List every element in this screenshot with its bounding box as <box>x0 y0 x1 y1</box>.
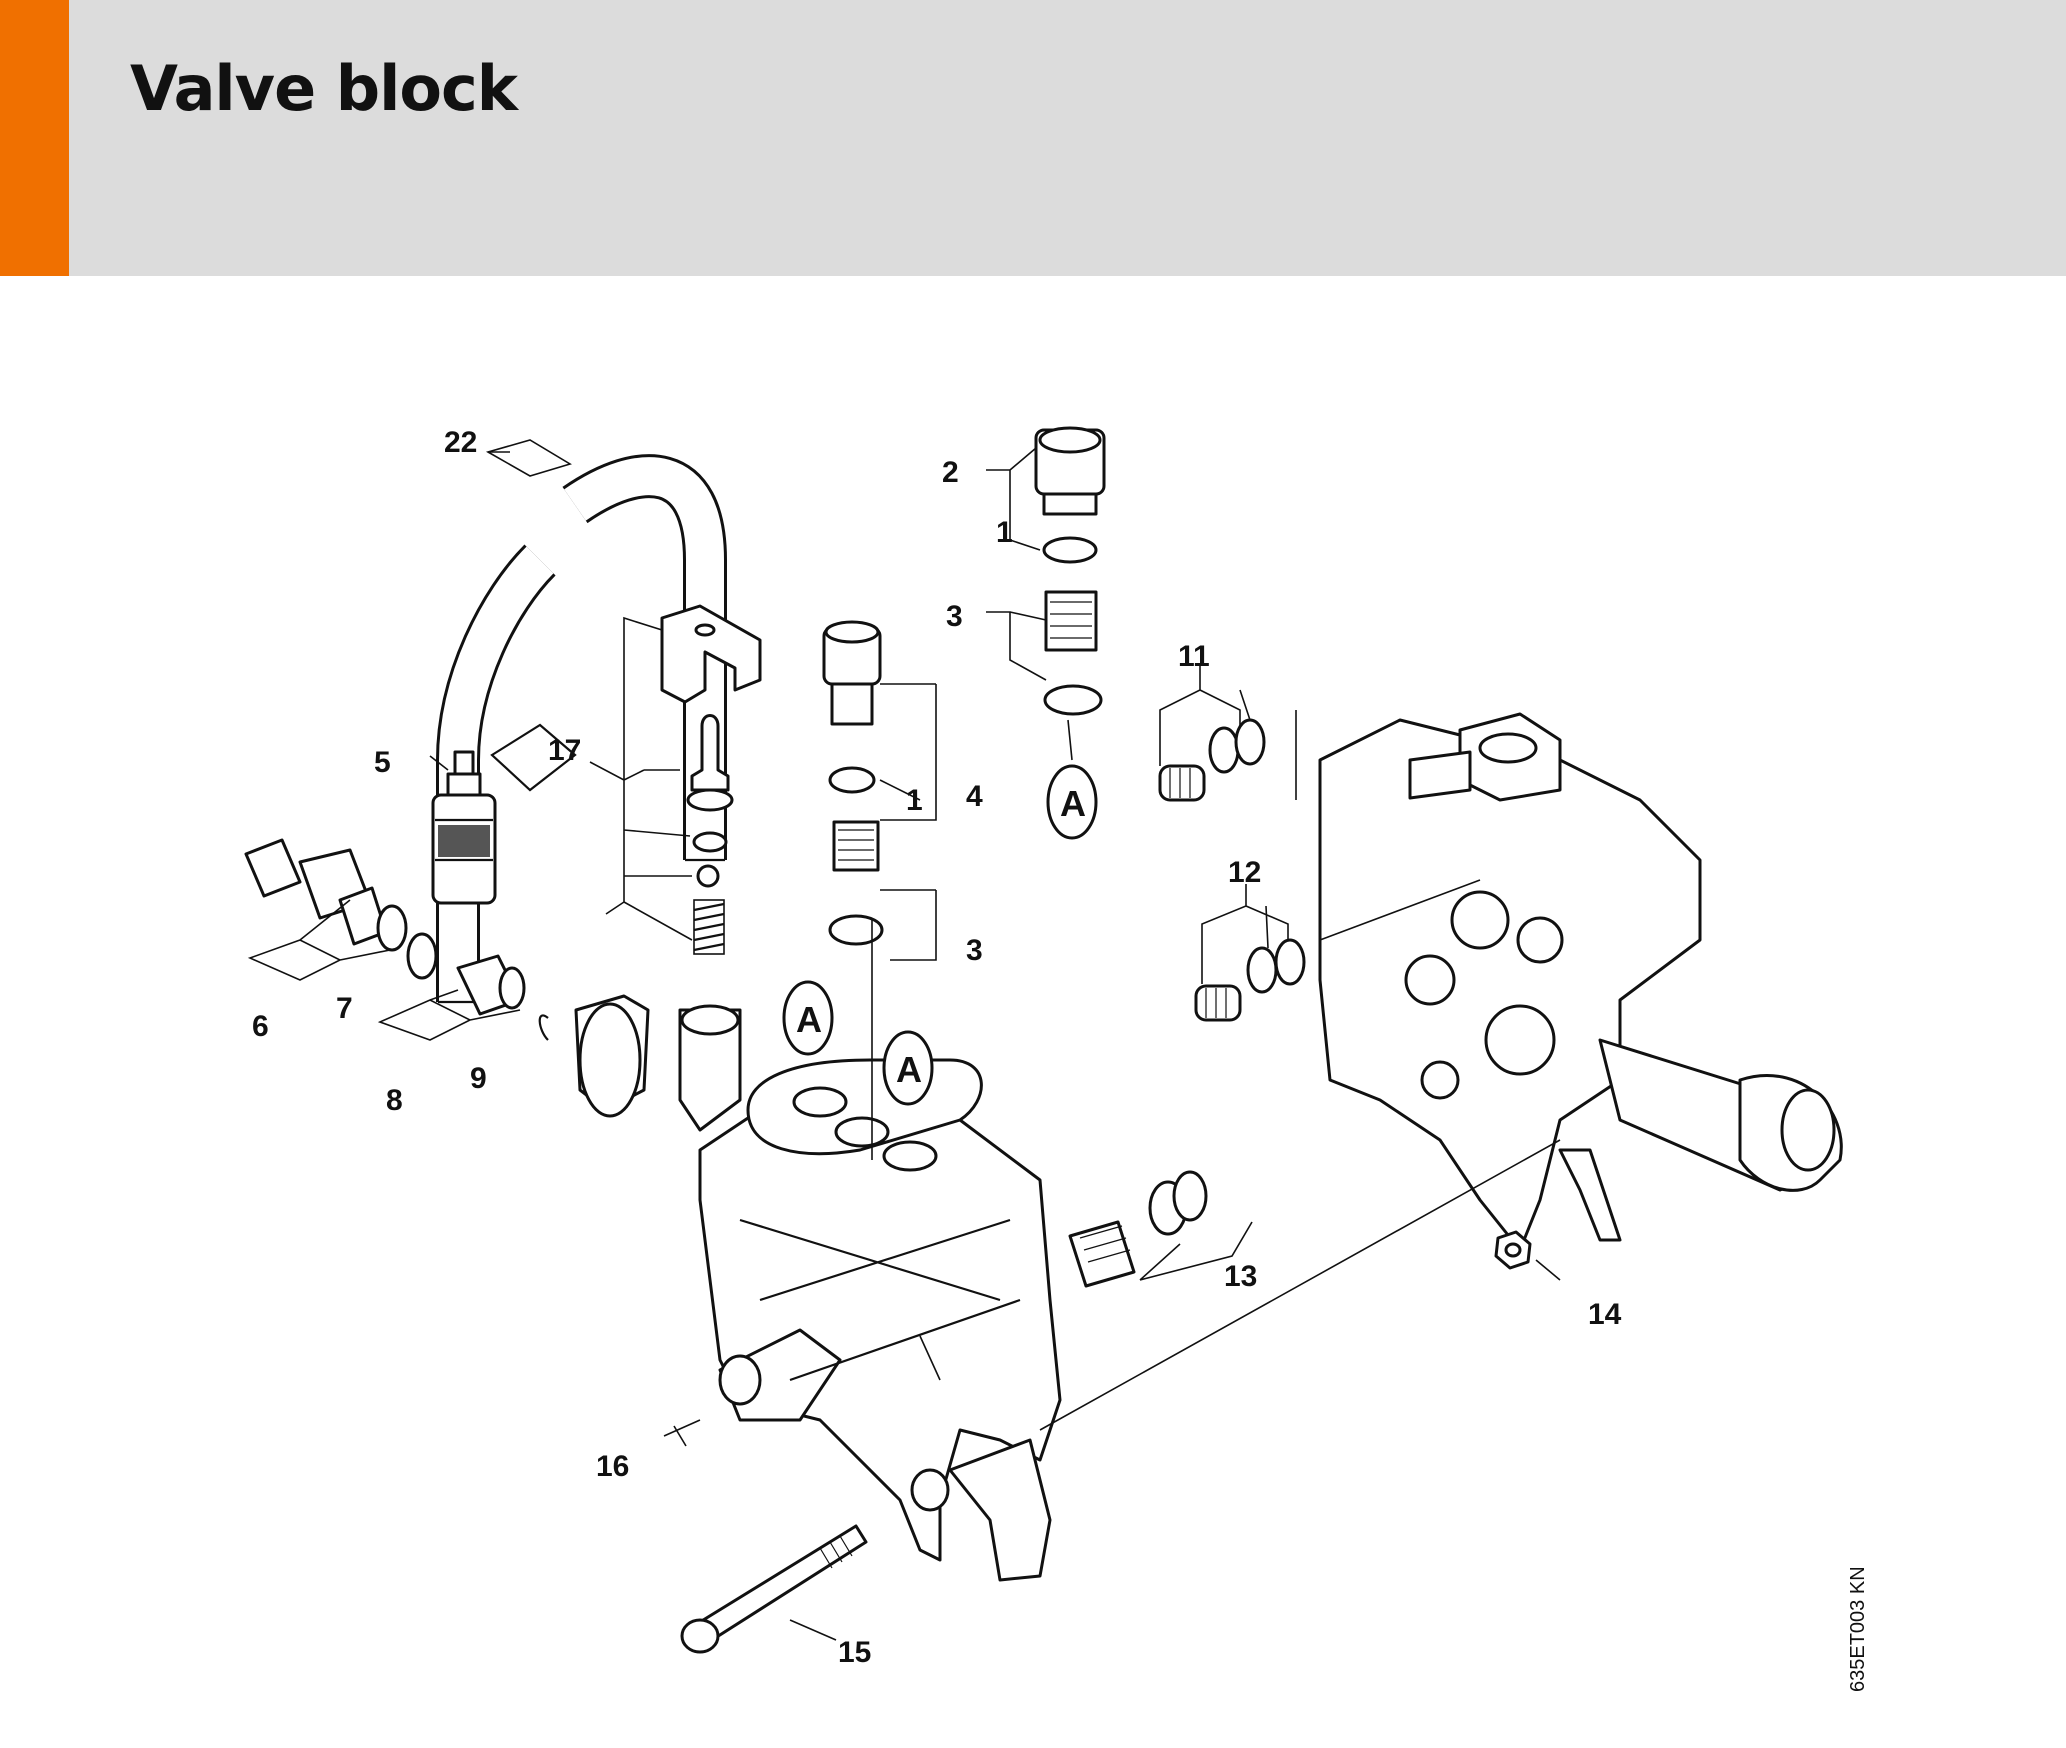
valve-block-diagram: A A A 22 2 1 3 11 17 5 4 1 12 3 7 6 9 8 … <box>244 426 1869 1692</box>
part-14-nut <box>1494 1230 1532 1270</box>
callout-9: 9 <box>470 1062 487 1095</box>
detail-marker-a-3: A <box>882 1030 934 1106</box>
callout-14: 14 <box>1588 1298 1622 1331</box>
part-17-assembly <box>660 604 762 955</box>
callout-11: 11 <box>1178 640 1210 673</box>
svg-text:A: A <box>1060 783 1086 824</box>
callout-3b: 3 <box>966 934 983 967</box>
callout-3: 3 <box>946 600 963 633</box>
callout-1b: 1 <box>906 784 923 817</box>
detail-marker-a-1: A <box>1046 764 1098 840</box>
part-11-valve <box>1158 718 1266 802</box>
callout-4: 4 <box>966 780 983 813</box>
pump-housing <box>1318 712 1843 1252</box>
svg-text:A: A <box>796 999 822 1040</box>
part-5-filter <box>431 750 497 905</box>
callout-labels: 22 2 1 3 11 17 5 4 1 12 3 7 6 9 8 13 14 … <box>252 426 1622 1669</box>
callout-16: 16 <box>596 1450 629 1483</box>
part-4-middle-stack <box>822 620 884 946</box>
callout-6: 6 <box>252 1010 269 1043</box>
callout-12: 12 <box>1228 856 1261 889</box>
callout-7: 7 <box>336 992 353 1025</box>
callout-2: 2 <box>942 456 959 489</box>
part-6-coupling <box>244 838 438 980</box>
part-22-hose <box>436 454 727 1004</box>
detail-marker-a-2: A <box>782 980 834 1056</box>
svg-text:A: A <box>896 1049 922 1090</box>
callout-17: 17 <box>548 734 581 767</box>
callout-15: 15 <box>838 1636 871 1669</box>
accent-stripe <box>0 0 69 276</box>
callout-5: 5 <box>374 746 391 779</box>
part-13-valve <box>1068 1170 1208 1288</box>
callout-1: 1 <box>996 516 1013 549</box>
callout-8: 8 <box>386 1084 403 1117</box>
page-title: Valve block <box>130 52 518 125</box>
part-2-top-stack <box>1034 426 1106 716</box>
part-8-fitting <box>456 954 549 1041</box>
part-12-valve <box>1194 938 1306 1022</box>
callout-22: 22 <box>444 426 477 459</box>
valve-block-body <box>574 994 1062 1582</box>
leader-lines <box>247 439 1561 1641</box>
part-15-bolt <box>680 1524 868 1654</box>
callout-13: 13 <box>1224 1260 1257 1293</box>
header-bar: Valve block <box>0 0 2066 276</box>
drawing-reference: 635ET003 KN <box>1847 1566 1869 1692</box>
